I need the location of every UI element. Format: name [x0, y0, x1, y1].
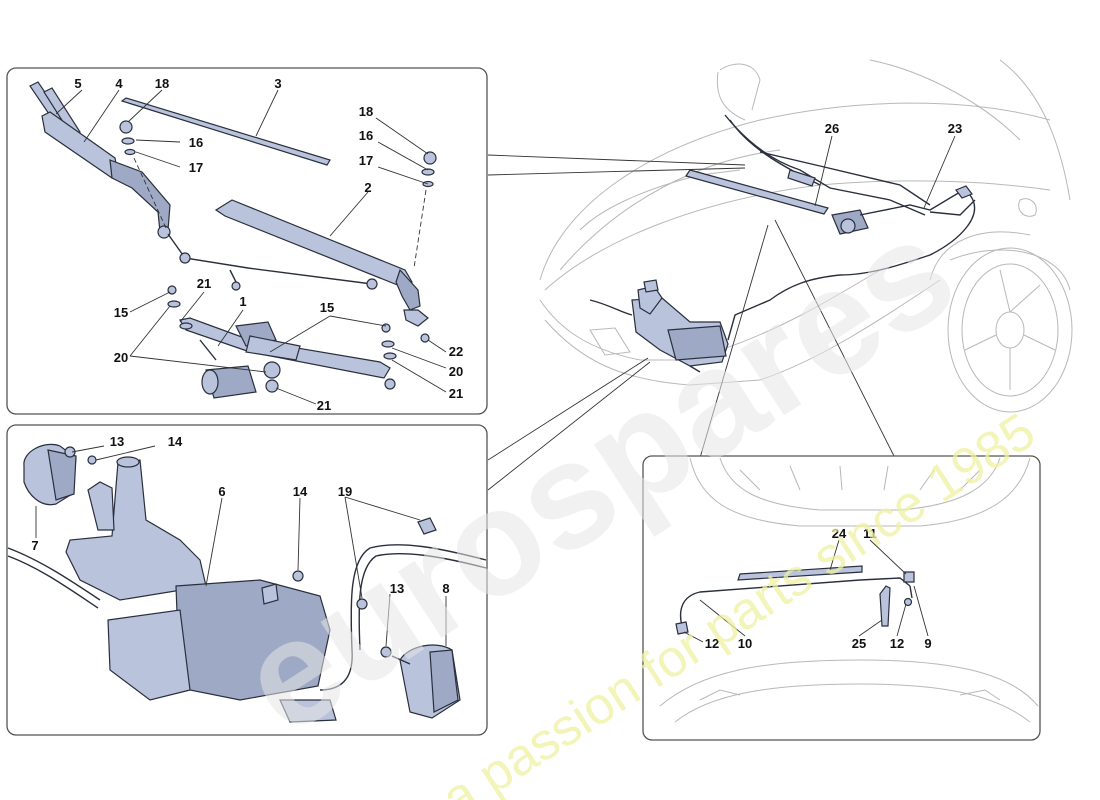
callout-26: 26 [825, 121, 839, 136]
connector-line-bottom2 [487, 357, 649, 461]
callout-4: 4 [115, 76, 123, 91]
callout-14-right: 14 [293, 484, 308, 499]
callouts-bottom-left: 13 14 7 6 14 19 13 8 [31, 434, 449, 596]
callout-21-upper: 21 [197, 276, 211, 291]
callout-10: 10 [738, 636, 752, 651]
panel-wiper-linkage [6, 67, 488, 415]
callout-19: 19 [338, 484, 352, 499]
callout-5: 5 [74, 76, 81, 91]
car-front-outline [539, 59, 1073, 413]
callout-20-right: 20 [449, 364, 463, 379]
callout-9: 9 [924, 636, 931, 651]
alignment-dashes-right [413, 189, 427, 269]
wiper-arm-assembly [29, 81, 437, 399]
callout-21-right: 21 [449, 386, 463, 401]
callout-12-right: 12 [890, 636, 904, 651]
callout-20-left: 20 [114, 350, 128, 365]
callout-18: 18 [155, 76, 169, 91]
callout-23: 23 [948, 121, 962, 136]
callout-1: 1 [239, 294, 246, 309]
car-wiper-assembly [685, 114, 976, 341]
callout-24: 24 [832, 526, 847, 541]
leader-lines-top-left [55, 89, 447, 405]
callout-15-left: 15 [114, 305, 128, 320]
callout-13-right: 13 [390, 581, 404, 596]
callouts-car: 26 23 [825, 121, 962, 136]
inset-hood-outline [659, 457, 1039, 723]
connector-line-top [487, 154, 746, 166]
callout-15-right: 15 [320, 300, 334, 315]
callout-21-bottom: 21 [317, 398, 331, 413]
callout-16-right: 16 [359, 128, 373, 143]
callout-25: 25 [852, 636, 866, 651]
callouts-top-left: 5 4 18 3 16 17 2 18 16 17 21 15 1 15 20 … [74, 76, 463, 413]
connector-line-inset2 [699, 224, 769, 459]
callout-6: 6 [218, 484, 225, 499]
callout-7: 7 [31, 538, 38, 553]
alignment-dashes-left [133, 157, 167, 229]
callout-18-right: 18 [359, 104, 373, 119]
callout-13-left: 13 [110, 434, 124, 449]
callout-17: 17 [189, 160, 203, 175]
leader-lines-inset [683, 539, 929, 643]
callout-2: 2 [364, 180, 371, 195]
car-washer-reservoir [589, 279, 729, 373]
callout-11: 11 [863, 526, 877, 541]
callout-12-left: 12 [705, 636, 719, 651]
leader-lines-bottom-left [35, 445, 447, 647]
callouts-inset: 24 11 12 10 25 12 9 [705, 526, 932, 651]
connector-line-bottom [487, 361, 651, 491]
callout-22: 22 [449, 344, 463, 359]
callout-3: 3 [274, 76, 281, 91]
washer-reservoir-assembly [7, 443, 487, 723]
callout-16: 16 [189, 135, 203, 150]
leader-lines-car [814, 135, 956, 209]
callout-8: 8 [442, 581, 449, 596]
connector-line-inset [774, 219, 896, 459]
callout-17-right: 17 [359, 153, 373, 168]
connector-line-top2 [487, 167, 746, 176]
callout-14-left: 14 [168, 434, 183, 449]
